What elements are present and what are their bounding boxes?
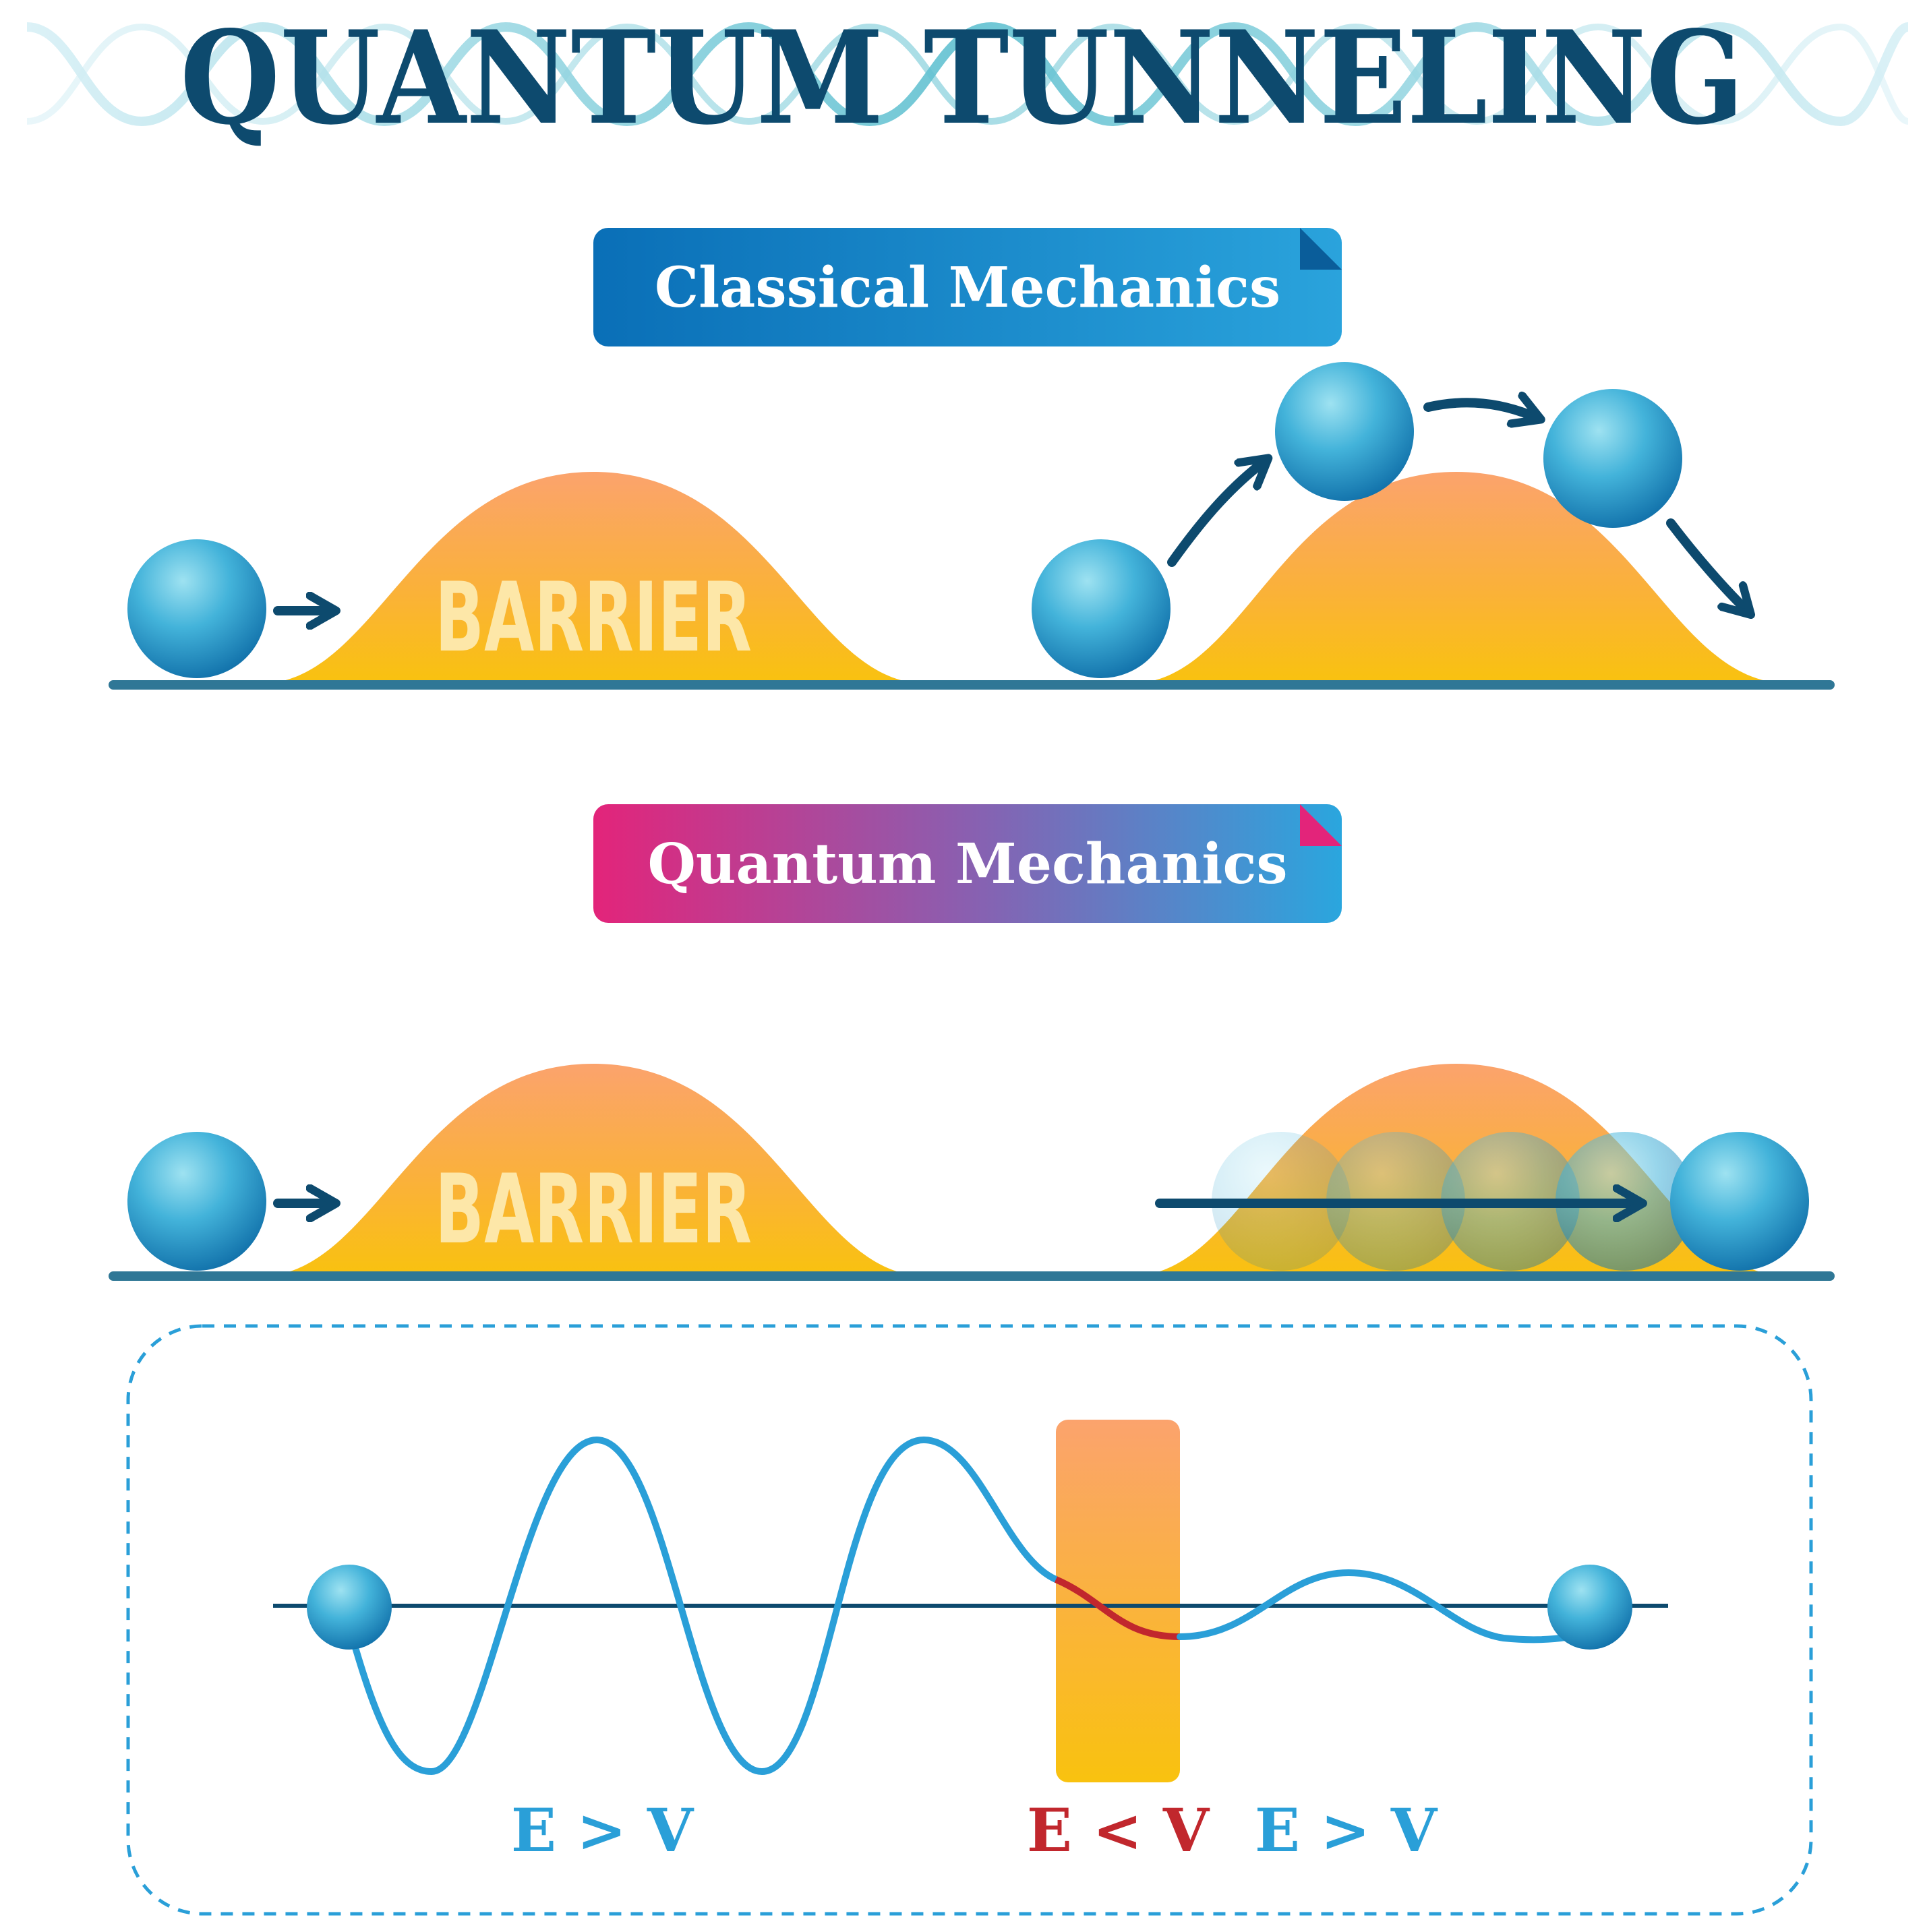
quantum-right-scene <box>1133 1064 1809 1276</box>
arrow-right-icon <box>1423 402 1531 415</box>
energy-label-left: E > V <box>511 1795 694 1865</box>
quantum-banner: Quantum Mechanics <box>593 804 1342 923</box>
barrier-label: BARRIER <box>435 1154 752 1265</box>
panel-frame <box>126 1324 1813 1916</box>
title-wave-icon <box>26 22 1909 127</box>
wave-function-icon <box>347 1436 1059 1776</box>
ball-icon <box>127 1132 266 1271</box>
arrow-down-right-icon <box>1666 518 1743 607</box>
arrow-up-right-icon <box>1167 465 1260 567</box>
classical-heading: Classical Mechanics <box>655 255 1280 320</box>
title-group: QUANTUM TUNNELING <box>26 3 1909 153</box>
barrier-hill <box>1133 472 1787 684</box>
ball-icon <box>127 539 266 678</box>
classical-left-scene: BARRIER <box>127 472 924 684</box>
quantum-left-scene: BARRIER <box>127 1064 924 1276</box>
barrier-hill <box>263 472 924 684</box>
energy-label-barrier: E < V <box>1027 1795 1210 1865</box>
wave-panel: E > V E < V E > V <box>126 1324 1813 1916</box>
ball-icon <box>1547 1565 1632 1650</box>
ball-icon <box>307 1565 392 1650</box>
quantum-heading: Quantum Mechanics <box>647 832 1287 897</box>
ball-icon <box>1543 389 1682 528</box>
energy-label-right: E > V <box>1255 1795 1438 1865</box>
classical-right-scene <box>1032 362 1787 684</box>
ball-icon <box>1670 1132 1809 1271</box>
title-wave-2-icon <box>26 23 1909 125</box>
ball-icon <box>1275 362 1414 501</box>
barrier-label: BARRIER <box>435 562 752 673</box>
decay-segment <box>1055 1576 1181 1640</box>
page-title: QUANTUM TUNNELING <box>180 3 1744 153</box>
transmitted-wave <box>1177 1569 1595 1643</box>
classical-banner: Classical Mechanics <box>593 228 1342 346</box>
ball-icon <box>1032 539 1171 678</box>
potential-barrier <box>1056 1420 1180 1782</box>
barrier-hill <box>263 1064 924 1276</box>
